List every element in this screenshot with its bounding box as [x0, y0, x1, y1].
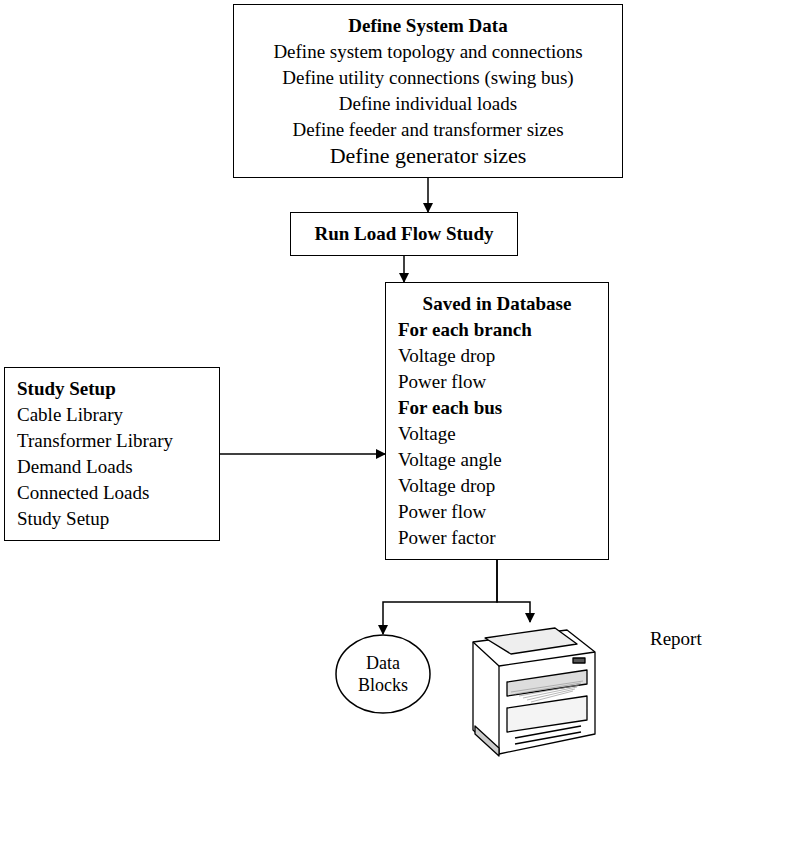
node-heading: Study Setup — [17, 376, 207, 402]
node-line: Cable Library — [17, 402, 207, 428]
flow-arrow — [383, 560, 497, 634]
node-line: Define generator sizes — [246, 143, 610, 169]
node-line: Define utility connections (swing bus) — [246, 65, 610, 91]
node-heading: Saved in Database — [398, 291, 596, 317]
node-line: Study Setup — [17, 506, 207, 532]
flow-arrow — [497, 560, 530, 622]
flow-arrow — [427, 178, 429, 212]
printer-illustration — [455, 622, 605, 762]
node-heading: Run Load Flow Study — [303, 221, 505, 247]
node-line: Define feeder and transformer sizes — [246, 117, 610, 143]
node-line: Voltage drop — [398, 343, 596, 369]
flow-arrow — [403, 256, 405, 282]
node-line: Demand Loads — [17, 454, 207, 480]
node-heading: Define System Data — [246, 13, 610, 39]
node-line: Voltage drop — [398, 473, 596, 499]
ellipse-outline — [335, 634, 431, 714]
node-line: For each bus — [398, 395, 596, 421]
node-line: Voltage — [398, 421, 596, 447]
printer-report: Report — [455, 622, 605, 762]
process-box: Run Load Flow Study — [290, 212, 518, 256]
flow-arrow — [220, 453, 385, 455]
output-ellipse: Data Blocks — [335, 634, 431, 714]
node-heading: Data Blocks — [353, 652, 413, 696]
node-heading: Report — [650, 626, 702, 652]
node-line: For each branch — [398, 317, 596, 343]
node-line: Voltage angle — [398, 447, 596, 473]
database-box: Saved in DatabaseFor each branchVoltage … — [385, 282, 609, 560]
node-line: Define individual loads — [246, 91, 610, 117]
node-line: Power flow — [398, 369, 596, 395]
node-line: Transformer Library — [17, 428, 207, 454]
input-box: Define System DataDefine system topology… — [233, 4, 623, 178]
node-line: Define system topology and connections — [246, 39, 610, 65]
node-line: Power flow — [398, 499, 596, 525]
node-line: Connected Loads — [17, 480, 207, 506]
setup-box: Study SetupCable LibraryTransformer Libr… — [4, 367, 220, 541]
node-line: Power factor — [398, 525, 596, 551]
